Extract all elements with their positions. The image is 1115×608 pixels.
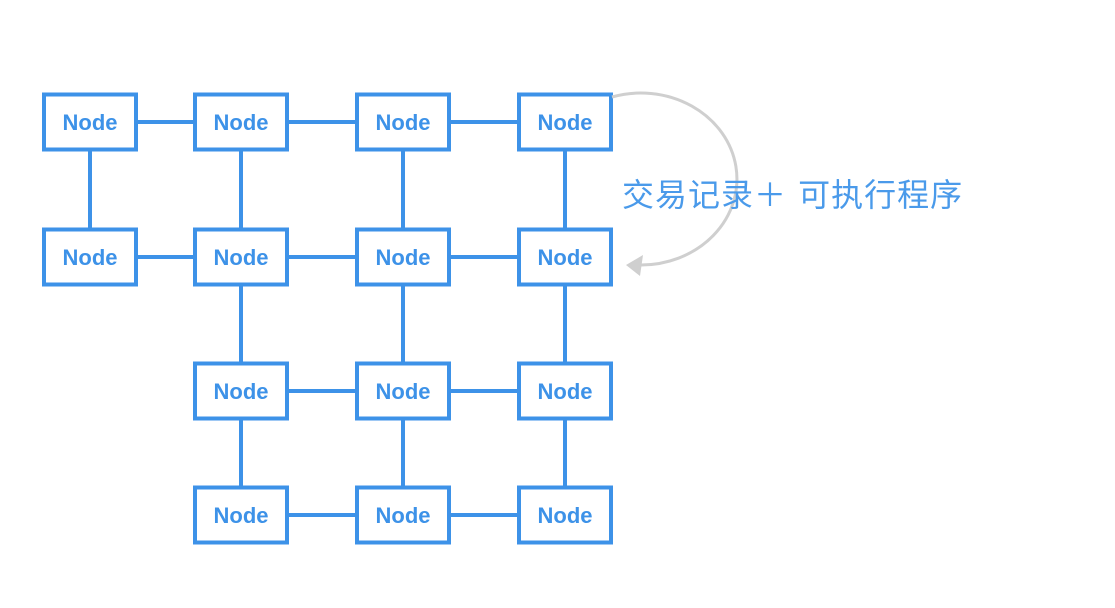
node-box [517,227,613,287]
node-box [42,227,138,287]
node-r3c2: Node [193,361,289,421]
node-box [355,361,451,421]
cycle-arrow-icon [611,91,739,276]
caption: 交易记录＋ 可执行程序 [622,176,964,214]
node-label: Node [214,245,269,270]
node-label: Node [63,245,118,270]
node-label: Node [538,110,593,135]
node-r1c2: Node [193,92,289,152]
node-box [517,485,613,545]
node-label: Node [214,503,269,528]
node-box [193,485,289,545]
node-r2c3: Node [355,227,451,287]
node-label: Node [376,379,431,404]
node-label: Node [63,110,118,135]
node-box [517,361,613,421]
node-r4c3: Node [355,485,451,545]
node-r1c1: Node [42,92,138,152]
node-box [355,92,451,152]
node-r2c4: Node [517,227,613,287]
node-box [355,227,451,287]
node-box [193,92,289,152]
node-r1c4: Node [517,92,613,152]
node-label: Node [376,110,431,135]
node-box [355,485,451,545]
node-box [193,361,289,421]
node-box [517,92,613,152]
node-label: Node [376,503,431,528]
node-r3c4: Node [517,361,613,421]
node-label: Node [538,379,593,404]
node-r4c4: Node [517,485,613,545]
node-r2c2: Node [193,227,289,287]
node-label: Node [538,245,593,270]
node-r3c3: Node [355,361,451,421]
edges-layer [88,120,567,517]
node-r1c3: Node [355,92,451,152]
node-label: Node [376,245,431,270]
node-box [42,92,138,152]
node-label: Node [214,379,269,404]
node-r2c1: Node [42,227,138,287]
node-label: Node [214,110,269,135]
node-box [193,227,289,287]
node-r4c2: Node [193,485,289,545]
node-label: Node [538,503,593,528]
